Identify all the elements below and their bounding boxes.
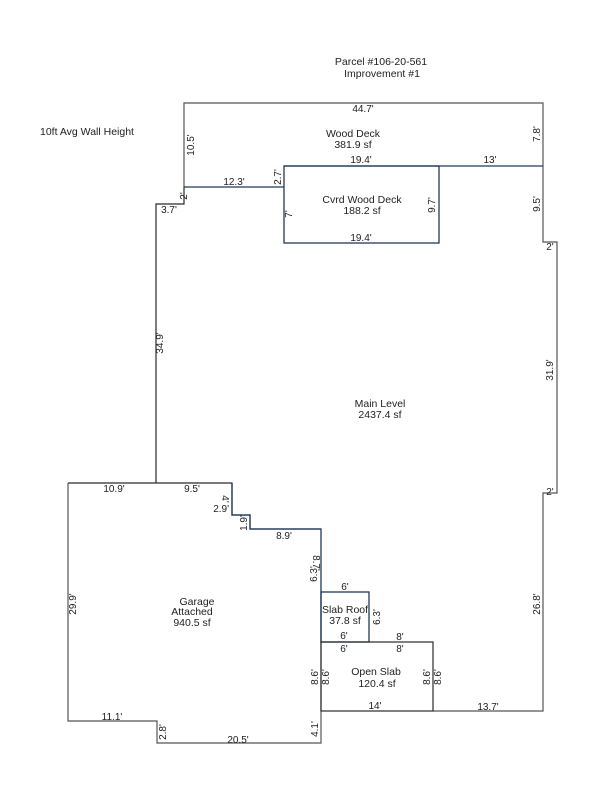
dim-cvrd-bottom: 19.4' [350, 233, 371, 244]
dim-deck-inner: 12.3' [223, 177, 244, 188]
covered-wood-deck-outline [283, 165, 440, 244]
dim-open-slab-bottom: 14' [368, 701, 381, 712]
garage-label: Garage [179, 596, 214, 608]
dim-main-right-2a: 2' [546, 242, 554, 253]
dim-garage-29: 2.9' [213, 504, 229, 515]
dim-garage-28: 2.8' [158, 724, 169, 740]
garage-outline [67, 483, 322, 744]
dim-open-slab-left-a: 8.6' [310, 669, 321, 685]
dim-garage-left: 29.9' [68, 593, 79, 614]
dim-slab-roof-left: 6.3' [309, 566, 320, 582]
dim-main-right-268: 26.8' [532, 593, 543, 614]
dim-deck-top: 44.7' [352, 104, 373, 115]
dim-garage-111: 11.1' [102, 712, 123, 723]
dim-garage-19: 1.9' [239, 515, 250, 531]
slab-roof-label: Slab Roof [322, 604, 368, 616]
main-level-label: Main Level [355, 398, 406, 410]
dim-open-slab-right-a: 8.6' [422, 669, 433, 685]
dim-garage-87: 8.7' [310, 555, 321, 571]
dim-garage-109: 10.9' [103, 484, 124, 495]
dim-main-right-95: 9.5' [532, 196, 543, 212]
dim-main-right-2b: 2' [546, 487, 554, 498]
dim-cvrd-top: 19.4' [350, 155, 371, 166]
dim-garage-89: 8.9' [276, 531, 292, 542]
parcel-number: Parcel #106-20-561 [335, 56, 427, 68]
garage-area: 940.5 sf [173, 617, 210, 629]
cvrd-wood-deck-area: 188.2 sf [343, 205, 380, 217]
dim-slab-roof-right: 6.3' [372, 609, 383, 625]
open-slab-area: 120.4 sf [358, 678, 395, 690]
dim-open-slab-top-6: 6' [340, 644, 348, 655]
wood-deck-area: 381.9 sf [334, 139, 371, 151]
dim-garage-95: 9.5' [184, 484, 200, 495]
dim-garage-41: 4.1' [310, 721, 321, 737]
cvrd-wood-deck-label: Cvrd Wood Deck [322, 194, 402, 206]
dim-open-slab-right-b: 8.6' [433, 669, 444, 685]
dim-garage-4: 4' [219, 495, 230, 503]
dim-deck-13: 13' [483, 155, 496, 166]
dim-main-right-319: 31.9' [545, 359, 556, 380]
dim-slab-roof-top: 6' [341, 582, 349, 593]
open-slab-label: Open Slab [351, 666, 401, 678]
dim-open-slab-top-8b: 8' [396, 644, 404, 655]
main-level-right-wall [433, 166, 558, 712]
main-level-area: 2437.4 sf [358, 409, 401, 421]
dim-cvrd-left: 7' [284, 210, 295, 218]
dim-deck-right: 7.8' [532, 126, 543, 142]
dim-garage-205: 20.5' [227, 735, 248, 746]
dim-bottom-137: 13.7' [477, 702, 498, 713]
wood-deck-outline [183, 102, 544, 187]
dim-slab-roof-bottom: 6' [340, 631, 348, 642]
dim-cvrd-right: 9.7' [427, 197, 438, 213]
main-level-left-wall [155, 187, 185, 483]
slab-roof-area: 37.8 sf [329, 615, 361, 627]
wood-deck-label: Wood Deck [326, 128, 381, 140]
improvement-label: Improvement #1 [344, 68, 420, 80]
wall-height-note: 10ft Avg Wall Height [40, 126, 134, 138]
dim-open-slab-top-8a: 8' [396, 632, 404, 643]
dim-open-slab-left-b: 8.6' [321, 669, 332, 685]
dim-main-37: 3.7' [161, 205, 177, 216]
garage-type-label: Attached [171, 606, 213, 618]
dim-deck-left: 10.5' [186, 134, 197, 155]
dim-main-left-349: 34.9' [155, 332, 166, 353]
dim-deck-2: 2' [179, 192, 190, 200]
garage-stepped-edge [231, 483, 322, 643]
dim-deck-27: 2.7' [273, 169, 284, 185]
open-slab-outline [320, 641, 434, 712]
